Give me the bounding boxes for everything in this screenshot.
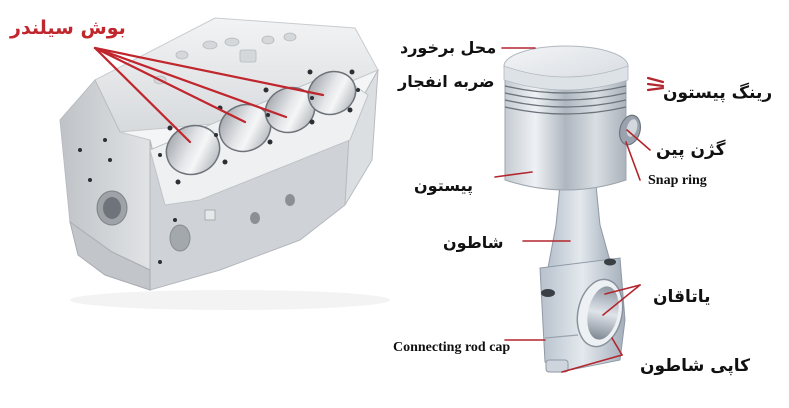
- snap-ring-label: Snap ring: [648, 173, 707, 188]
- piston-pin-label: گژن پین: [656, 140, 726, 160]
- connecting-rod-label: شاطون: [443, 233, 504, 252]
- crown-label-line2: ضربه انفجار: [398, 72, 495, 91]
- cylinder-sleeve-label: بوش سیلندر: [10, 17, 126, 39]
- piston-rings-label: رینگ پیستون: [663, 83, 773, 103]
- cylinder-sleeve-leader-lines: [93, 46, 325, 144]
- piston-label: پیستون: [414, 176, 474, 195]
- crown-label-line1: محل برخورد: [400, 38, 497, 57]
- piston-rod-illustration: [503, 45, 642, 373]
- bolt-holes: [78, 69, 360, 264]
- rod-cap-english-label: Connecting rod cap: [393, 340, 511, 355]
- rod-cap-persian-label: کاپی شاطون: [640, 356, 751, 376]
- engine-block-illustration: [59, 17, 390, 310]
- piston-leader-lines: [494, 47, 665, 373]
- bearing-label: یاتاقان: [653, 287, 711, 307]
